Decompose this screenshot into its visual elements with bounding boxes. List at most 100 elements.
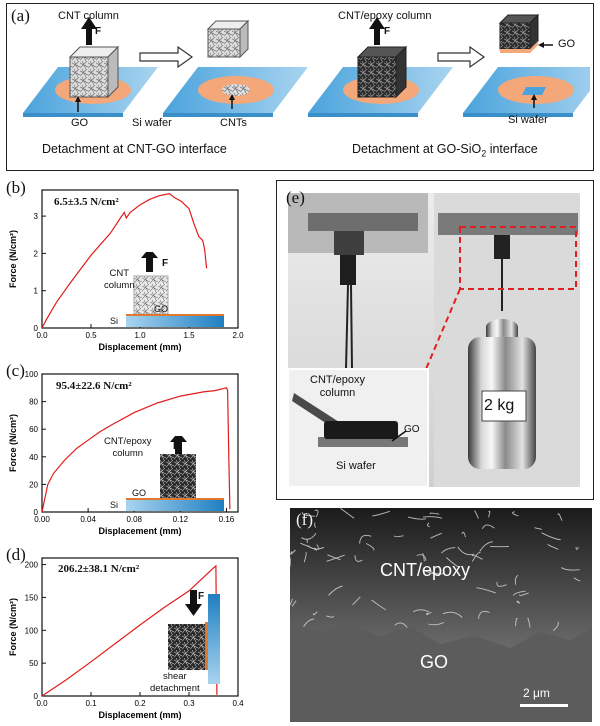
inset-b-column: CNT column — [104, 268, 135, 291]
panel-e-frame — [276, 180, 594, 500]
cnt-fiber — [513, 590, 526, 596]
cnt-fiber — [446, 557, 460, 568]
inset-d-diagram — [168, 590, 220, 684]
cnt-fiber — [422, 516, 443, 519]
cnt-fiber — [496, 581, 507, 587]
y-tick-label: 1 — [34, 287, 39, 296]
inset-c-si: Si — [110, 500, 119, 510]
cnt-fiber — [291, 600, 297, 607]
x-tick-label: 1.5 — [183, 331, 195, 340]
plot-frame — [41, 373, 239, 513]
cnt-fiber — [573, 577, 581, 582]
inset-e-go: GO — [404, 424, 420, 435]
cnt-fiber — [428, 569, 445, 575]
cnt-fiber — [422, 553, 425, 562]
cnt-fiber — [547, 543, 559, 550]
cnt-fiber — [393, 535, 404, 538]
x-tick-label: 0.16 — [219, 515, 235, 524]
x-tick-label: 1.0 — [134, 331, 146, 340]
label-force-a2: F — [384, 26, 391, 37]
cnt-fiber — [290, 598, 294, 606]
panel-b-label: (b) — [6, 178, 26, 197]
measure-d: 206.2±38.1 N/cm² — [58, 563, 140, 575]
cnt-fiber — [359, 534, 372, 544]
panel-a-schematic — [23, 13, 590, 117]
panel-d-label: (d) — [6, 545, 26, 564]
cnt-fiber — [560, 567, 580, 571]
caption-right-main: Detachment at GO-SiO — [352, 142, 482, 156]
label-si-wafer-a-right: Si wafer — [508, 114, 548, 126]
x-axis-label: Displacement (mm) — [98, 342, 181, 352]
cnt-fiber — [426, 611, 432, 616]
cnt-fiber — [428, 621, 445, 626]
series-line — [41, 564, 218, 697]
series-line — [41, 387, 231, 513]
y-tick-label: 0 — [34, 692, 39, 701]
cnt-fiber — [461, 531, 466, 538]
scale-bar — [520, 704, 568, 707]
x-tick-label: 0.12 — [173, 515, 189, 524]
cnt-fiber — [303, 618, 315, 628]
inset-c-diagram — [126, 436, 224, 511]
cnt-fiber — [575, 546, 579, 550]
series-line — [41, 193, 208, 329]
cnt-fiber — [303, 551, 307, 563]
y-tick-label: 0 — [34, 324, 39, 333]
cnt-fiber — [479, 541, 493, 552]
cnt-fiber — [515, 617, 519, 627]
x-axis-label: Displacement (mm) — [98, 710, 181, 720]
y-tick-label: 150 — [25, 593, 39, 602]
panel-a-frame — [6, 3, 594, 171]
cnt-fiber — [478, 610, 490, 620]
panel-e-photo — [288, 193, 580, 487]
label-cnt-column: CNT column — [58, 10, 119, 22]
inset-b-diagram — [126, 252, 224, 327]
inset-b-force: F — [162, 258, 169, 269]
label-epoxy-column: CNT/epoxy column — [338, 10, 432, 22]
cnt-fiber — [352, 596, 361, 606]
cnt-fiber — [302, 512, 316, 517]
cnt-fiber — [442, 611, 463, 618]
inset-c-column: CNT/epoxy column — [104, 436, 152, 459]
cnt-fiber — [427, 522, 430, 528]
sem-top-label: CNT/epoxy — [380, 560, 471, 580]
cnt-fiber — [516, 600, 521, 604]
cnt-fiber — [326, 554, 345, 562]
cnt-fiber — [471, 554, 483, 560]
label-force-a1: F — [95, 26, 102, 37]
cnt-fiber — [394, 622, 408, 628]
inset-b-go: GO — [154, 304, 169, 314]
cnt-fiber — [552, 621, 559, 632]
y-tick-label: 60 — [29, 425, 38, 434]
y-tick-label: 0 — [34, 508, 39, 517]
label-cnts: CNTs — [220, 117, 247, 129]
cnt-fiber — [301, 533, 317, 540]
inset-d-force: F — [198, 591, 205, 602]
caption-right-sub: 2 — [481, 148, 487, 159]
inset-d-text: shear detachment — [150, 671, 200, 694]
x-tick-label: 0.0 — [36, 331, 48, 340]
wafer-1 — [23, 17, 158, 117]
y-tick-label: 50 — [29, 659, 38, 668]
cnt-fiber — [326, 615, 334, 618]
caption-right: Detachment at GO-SiO2 interface — [352, 142, 538, 159]
cnt-fiber — [519, 592, 529, 596]
caption-left: Detachment at CNT-GO interface — [42, 142, 227, 156]
cnt-fiber — [541, 532, 561, 541]
cnt-fiber — [457, 546, 475, 556]
cnt-fiber — [514, 574, 519, 585]
cnt-fiber — [422, 569, 439, 576]
panel-a-label: (a) — [11, 6, 30, 25]
label-go-a-right: GO — [558, 38, 576, 50]
x-tick-label: 0.3 — [183, 699, 195, 708]
y-tick-label: 200 — [25, 561, 39, 570]
cnt-fiber — [328, 585, 343, 596]
y-axis-label: Force (N/cm²) — [8, 414, 18, 472]
panel-f-label: (f) — [296, 510, 313, 529]
cnt-fiber — [557, 513, 563, 521]
y-tick-label: 20 — [29, 480, 38, 489]
cnt-fiber — [430, 532, 442, 539]
cnt-fiber — [372, 510, 390, 517]
label-si-wafer-a: Si wafer — [132, 117, 172, 129]
y-tick-label: 80 — [29, 398, 38, 407]
